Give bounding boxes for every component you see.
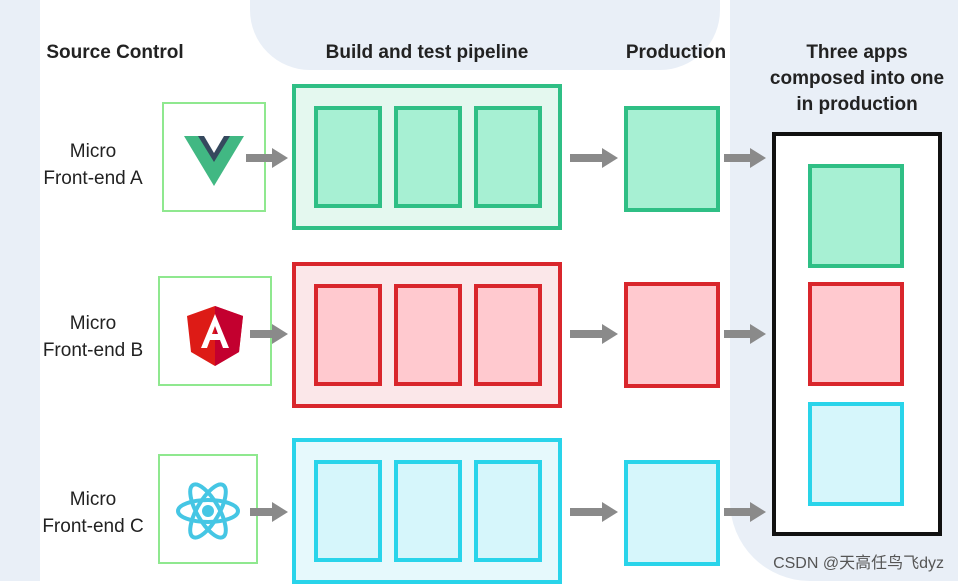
- row-label-c-line1: Micro: [69, 489, 117, 510]
- pipeline-a-stage-1: [314, 106, 382, 208]
- pipeline-c-stage-2: [394, 460, 462, 562]
- production-box-c: [624, 460, 720, 566]
- source-box-c: [158, 454, 258, 564]
- heading-composed: Three apps composed into one in producti…: [746, 40, 958, 118]
- arrow-b-2: [570, 324, 618, 344]
- composed-app-c: [808, 402, 904, 506]
- row-label-c: Micro Front-end C: [18, 486, 168, 540]
- arrow-b-1: [250, 324, 288, 344]
- composed-apps-container: [772, 132, 942, 536]
- pipeline-c-stage-3: [474, 460, 542, 562]
- pipeline-b-stage-3: [474, 284, 542, 386]
- row-label-b-line1: Micro: [69, 313, 117, 334]
- background-blob-left: [0, 0, 40, 581]
- pipeline-a-stage-3: [474, 106, 542, 208]
- composed-app-a: [808, 164, 904, 268]
- heading-composed-line2: composed into one: [769, 68, 945, 89]
- heading-build-pipeline: Build and test pipeline: [325, 42, 529, 63]
- pipeline-b-stage-1: [314, 284, 382, 386]
- row-label-a-line1: Micro: [69, 141, 117, 162]
- arrow-a-3: [724, 148, 766, 168]
- background-blob-top: [250, 0, 720, 70]
- pipeline-b-stage-2: [394, 284, 462, 386]
- production-box-a: [624, 106, 720, 212]
- row-label-a-line2: Front-end A: [43, 168, 143, 189]
- watermark: CSDN @天高任鸟飞dyz: [773, 555, 944, 572]
- pipeline-a-stage-2: [394, 106, 462, 208]
- row-label-b-line2: Front-end B: [42, 340, 144, 361]
- composed-app-b: [808, 282, 904, 386]
- react-logo-icon: [176, 482, 240, 540]
- row-label-a: Micro Front-end A: [18, 138, 168, 192]
- production-box-b: [624, 282, 720, 388]
- arrow-c-2: [570, 502, 618, 522]
- arrow-c-1: [250, 502, 288, 522]
- arrow-a-1: [246, 148, 288, 168]
- arrow-c-3: [724, 502, 766, 522]
- row-label-b: Micro Front-end B: [18, 310, 168, 364]
- heading-composed-line1: Three apps: [806, 42, 908, 63]
- arrow-b-3: [724, 324, 766, 344]
- heading-composed-line3: in production: [796, 94, 918, 115]
- heading-source-control: Source Control: [46, 42, 184, 63]
- arrow-a-2: [570, 148, 618, 168]
- pipeline-c-stage-1: [314, 460, 382, 562]
- angular-logo-icon: [187, 306, 243, 366]
- vue-logo-icon: [184, 136, 244, 186]
- row-label-c-line2: Front-end C: [42, 516, 144, 537]
- heading-production: Production: [625, 42, 727, 63]
